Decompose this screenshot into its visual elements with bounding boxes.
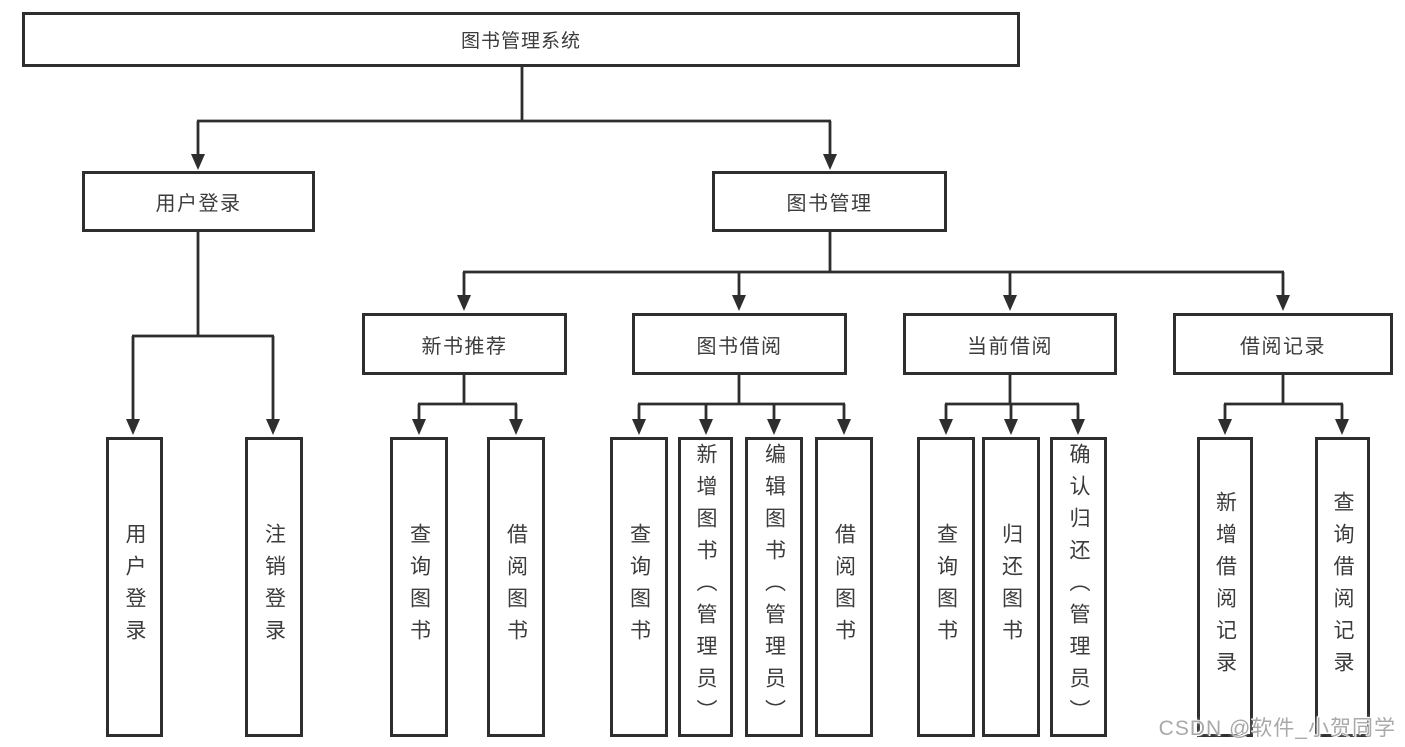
arrowhead-icon [126, 419, 140, 435]
arrowhead-icon [191, 154, 205, 170]
arrowhead-icon [1276, 295, 1290, 311]
node-current-borrow: 当前借阅 [903, 313, 1117, 375]
leaf-add-books-admin: 新增图书（管理员） [678, 437, 733, 737]
arrowhead-icon [1003, 295, 1017, 311]
arrowhead-icon [266, 419, 280, 435]
arrowhead-icon [837, 419, 851, 435]
node-library-system: 图书管理系统 [22, 12, 1020, 67]
node-borrow-records: 借阅记录 [1173, 313, 1393, 375]
connector-arrows [126, 154, 1349, 435]
csdn-watermark: CSDN @软件_小贺同学 [1158, 717, 1396, 740]
node-user-login: 用户登录 [82, 171, 315, 232]
arrowhead-icon [767, 419, 781, 435]
arrowhead-icon [939, 419, 953, 435]
leaf-logout: 注销登录 [245, 437, 303, 737]
leaf-return-books: 归还图书 [982, 437, 1040, 737]
leaf-confirm-return-admin: 确认归还（管理员） [1050, 437, 1107, 737]
node-book-borrow: 图书借阅 [632, 313, 847, 375]
leaf-recommend-query-books: 查询图书 [390, 437, 448, 737]
leaf-edit-books-admin: 编辑图书（管理员） [745, 437, 803, 737]
arrowhead-icon [509, 419, 523, 435]
arrowhead-icon [1218, 419, 1232, 435]
leaf-user-login: 用户登录 [106, 437, 163, 737]
leaf-current-query-books: 查询图书 [917, 437, 975, 737]
leaf-borrow-query-books: 查询图书 [610, 437, 668, 737]
arrowhead-icon [632, 419, 646, 435]
node-new-book-recommend: 新书推荐 [362, 313, 567, 375]
arrowhead-icon [1335, 419, 1349, 435]
leaf-add-borrow-record: 新增借阅记录 [1197, 437, 1253, 737]
arrowhead-icon [1004, 419, 1018, 435]
arrowhead-icon [699, 419, 713, 435]
arrowhead-icon [732, 295, 746, 311]
leaf-borrow-books: 借阅图书 [815, 437, 873, 737]
connector-lines [131, 67, 1344, 423]
arrowhead-icon [457, 295, 471, 311]
arrowhead-icon [412, 419, 426, 435]
arrowhead-icon [1071, 419, 1085, 435]
arrowhead-icon [823, 154, 837, 170]
leaf-query-borrow-record: 查询借阅记录 [1315, 437, 1370, 737]
node-book-management: 图书管理 [712, 171, 947, 232]
leaf-recommend-borrow-books: 借阅图书 [487, 437, 545, 737]
